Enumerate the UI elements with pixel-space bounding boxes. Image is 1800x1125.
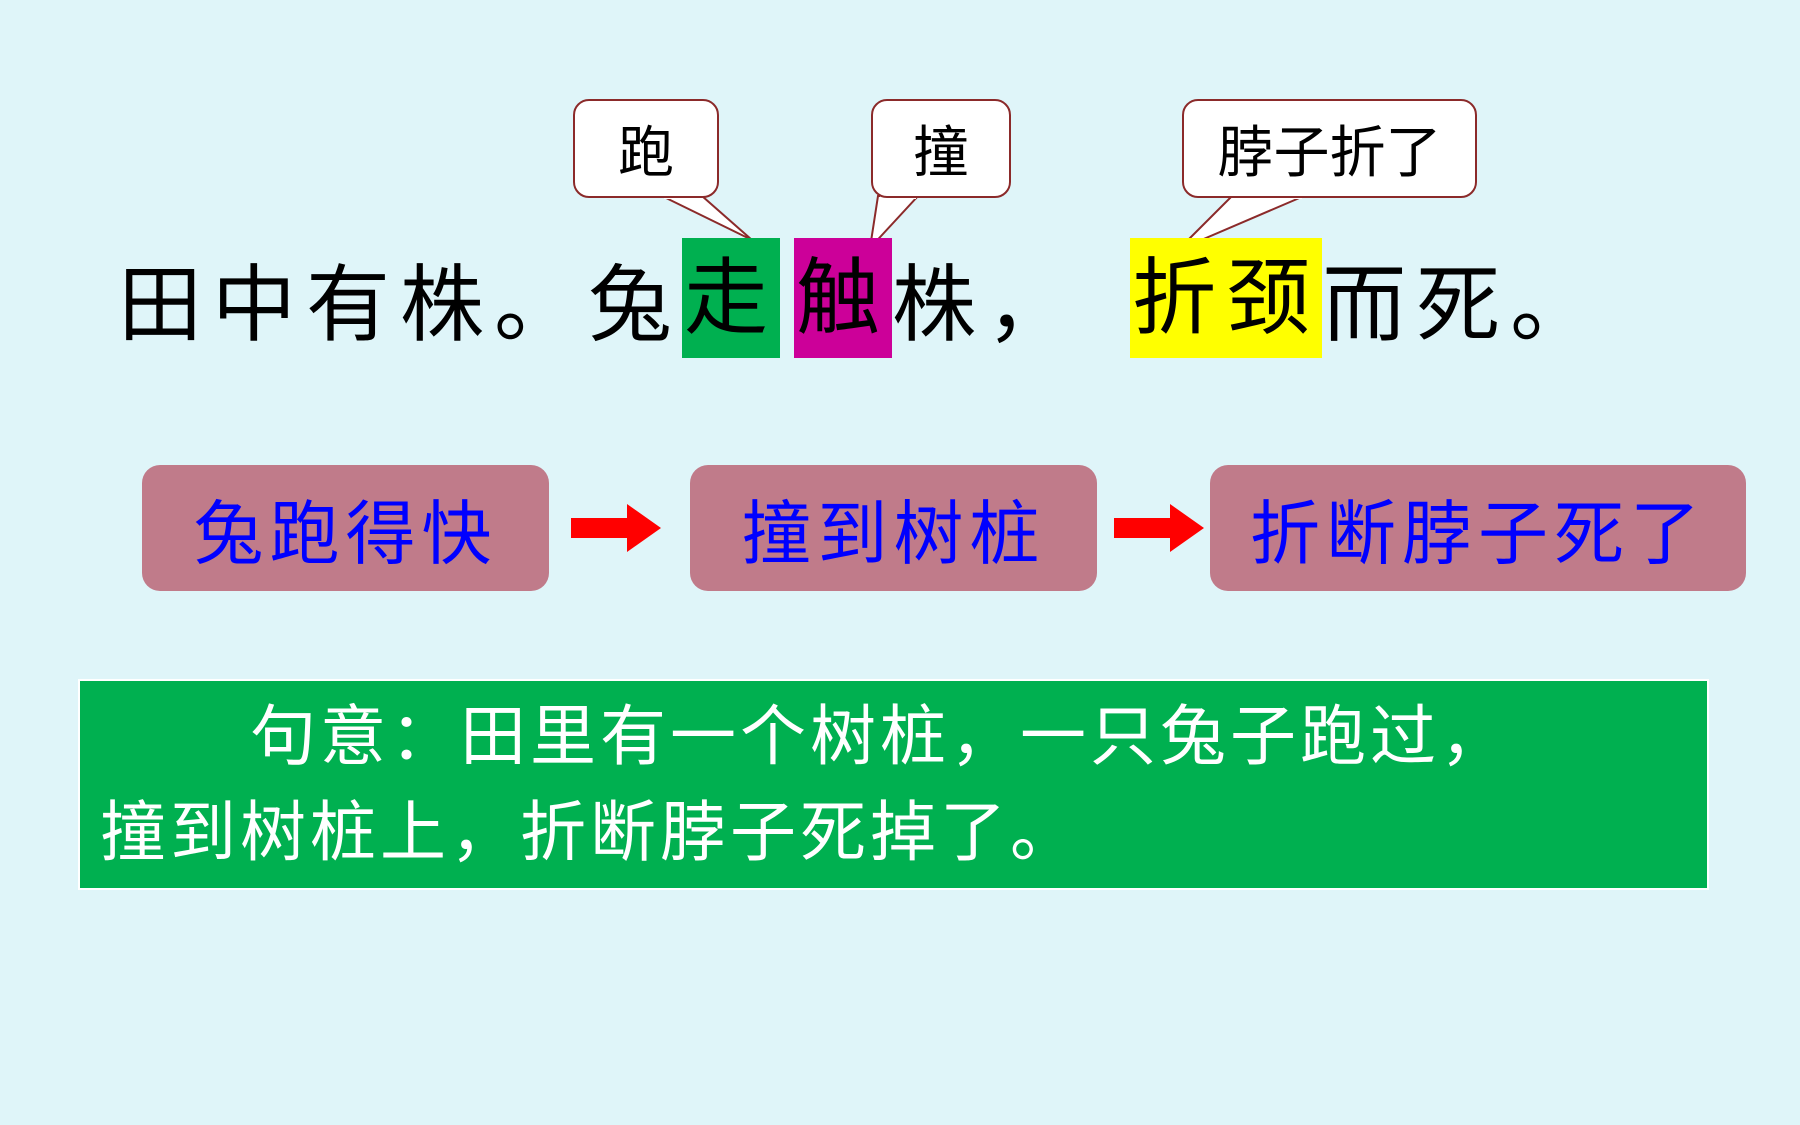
callout-hit: 撞 [871,99,1011,198]
highlight-chu: 触 [794,238,893,358]
flow-step-2: 撞到树桩 [690,465,1097,591]
highlight-zhejing: 折颈 [1130,238,1323,358]
sentence-part1: 田中有株。兔 [118,255,683,354]
callout-hit-text: 撞 [913,121,969,186]
meaning-line-1-text: 田里有一个树桩，一只兔子跑过， [460,698,1510,775]
classical-sentence: 田中有株。兔走触株， 折颈而死。 [118,238,1604,358]
callout-run-tail [661,195,753,241]
callout-neck: 脖子折了 [1182,99,1477,198]
callout-run-text: 跑 [618,121,674,186]
meaning-line-2: 撞到树桩上，折断脖子死掉了。 [100,794,1080,871]
sentence-part3: 而死。 [1322,255,1605,354]
right-arrow-icon [1114,504,1204,552]
flow-step-3: 折断脖子死了 [1210,465,1746,591]
flow-step-2-text: 撞到树桩 [741,492,1046,575]
flow-step-1-text: 兔跑得快 [193,492,498,575]
meaning-line-1: 句意：田里有一个树桩，一只兔子跑过， [100,689,1687,785]
meaning-label: 句意： [250,698,460,775]
highlight-zou: 走 [682,238,781,358]
callout-run: 跑 [573,99,719,198]
sentence-part2: 株， [892,255,1081,354]
sentence-meaning-box: 句意：田里有一个树桩，一只兔子跑过， 撞到树桩上，折断脖子死掉了。 [78,679,1709,890]
right-arrow-icon [571,504,661,552]
flow-step-1: 兔跑得快 [142,465,549,591]
flow-step-3-text: 折断脖子死了 [1250,492,1706,575]
callout-neck-text: 脖子折了 [1217,121,1442,186]
